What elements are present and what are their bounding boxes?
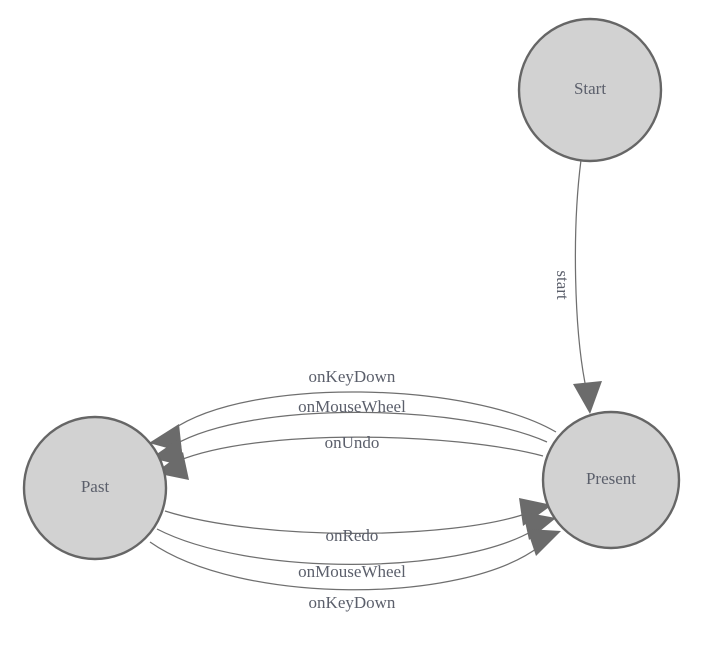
edge-onredo[interactable]: onRedo [164, 498, 552, 545]
edge-onundo-label: onUndo [325, 433, 380, 452]
node-present[interactable]: Present [541, 410, 681, 550]
node-past-circle [22, 415, 168, 561]
edge-onmousewheel-dn[interactable]: onMouseWheel [156, 512, 556, 581]
edge-onredo-label: onRedo [326, 526, 379, 545]
edge-onmousewheel-up-label: onMouseWheel [298, 397, 406, 416]
edge-onundo[interactable]: onUndo [155, 433, 544, 480]
edge-onredo-path [164, 510, 529, 534]
edge-onkeydown-dn-label: onKeyDown [309, 593, 396, 612]
edge-onkeydown-dn[interactable]: onKeyDown [149, 529, 561, 612]
node-past[interactable]: Past [22, 415, 168, 561]
edge-start[interactable]: start [553, 159, 602, 414]
edge-onmousewheel-dn-label: onMouseWheel [298, 562, 406, 581]
edge-onkeydown-dn-path [149, 541, 541, 591]
node-present-label: Present [586, 469, 636, 488]
edge-onmousewheel-up-path [173, 411, 548, 446]
edge-onkeydown-up-path [171, 391, 557, 433]
edge-start-arrowhead [573, 381, 602, 414]
node-present-circle [541, 410, 681, 550]
node-start-circle [517, 17, 663, 163]
edge-onkeydown-dn-arrowhead [527, 529, 561, 556]
edge-start-path [574, 159, 587, 389]
node-past-label: Past [81, 477, 110, 496]
edge-onundo-path [177, 436, 544, 462]
edge-start-label: start [553, 270, 572, 300]
node-start-label: Start [574, 79, 606, 98]
node-start[interactable]: Start [517, 17, 663, 163]
edge-onmousewheel-dn-path [156, 528, 535, 565]
edge-onkeydown-up-label: onKeyDown [309, 367, 396, 386]
